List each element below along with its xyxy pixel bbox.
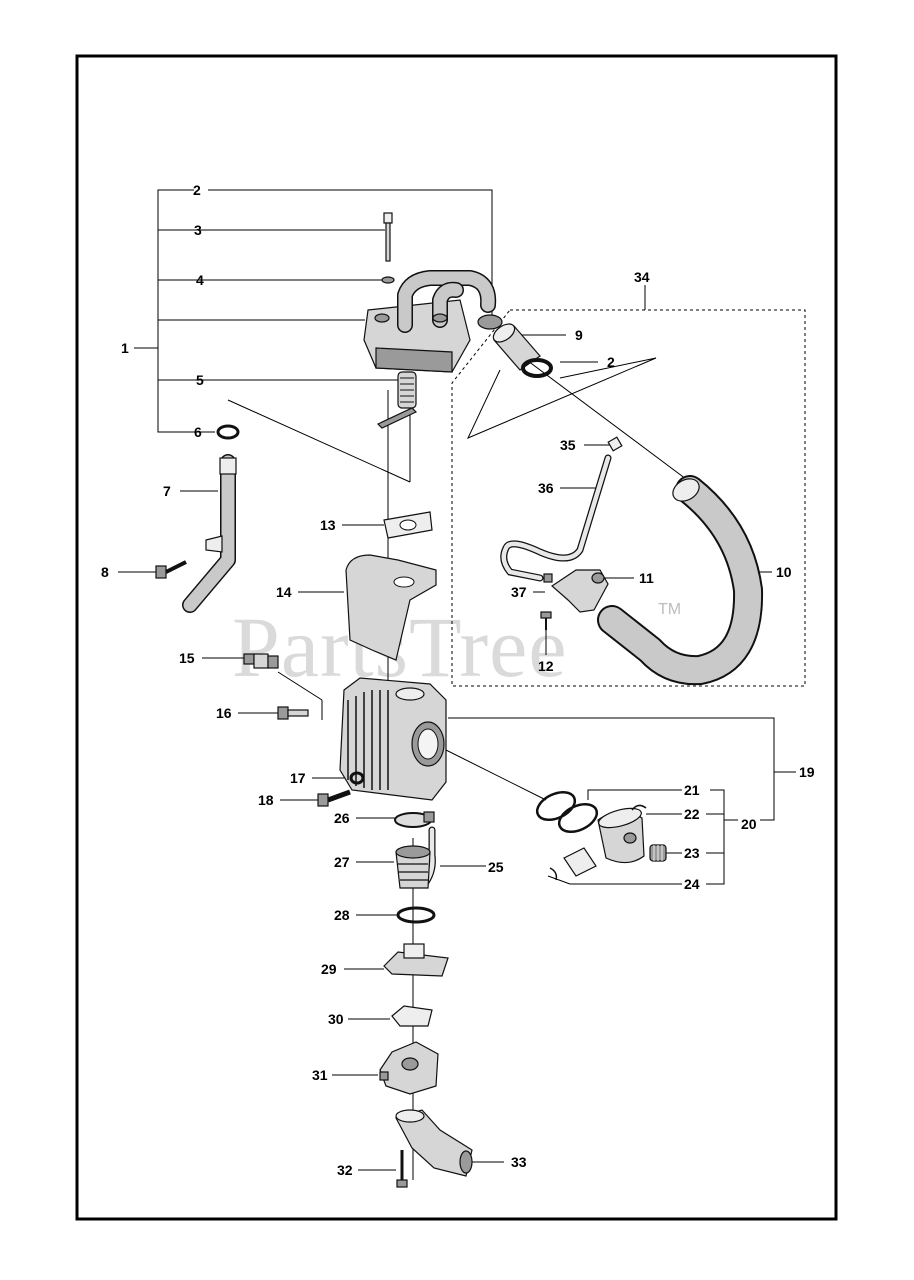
- callout-37: 37: [511, 584, 527, 600]
- hose-36: [500, 454, 612, 582]
- piston-rings-21: [535, 790, 599, 834]
- bearing-23: [649, 844, 667, 862]
- bolt-16: [277, 706, 309, 720]
- callout-4: 4: [196, 272, 204, 288]
- callout-2-second: 2: [607, 354, 615, 370]
- piston-pin-24: [549, 847, 597, 881]
- bolt-18: [317, 789, 351, 807]
- callout-35: 35: [560, 437, 576, 453]
- callout-19: 19: [799, 764, 815, 780]
- callout-28: 28: [334, 907, 350, 923]
- callout-34: 34: [634, 269, 650, 285]
- ring-28: [396, 906, 436, 924]
- callout-6: 6: [194, 424, 202, 440]
- handle-tube-10: [597, 475, 764, 686]
- watermark-tm: TM: [658, 601, 681, 618]
- washer-4: [381, 276, 395, 284]
- tube-7: [182, 454, 237, 613]
- gasket-30: [391, 1005, 433, 1027]
- washer-17: [349, 771, 365, 785]
- callout-13: 13: [320, 517, 336, 533]
- callout-18: 18: [258, 792, 274, 808]
- callout-11: 11: [639, 570, 654, 586]
- clamp-2-lower: [521, 358, 553, 378]
- bolt-3: [383, 212, 393, 262]
- callout-labels: 1 2 3 4 5 6 7 8 9 2 10 11 12 13 14 15 16…: [101, 182, 815, 1178]
- callout-27: 27: [334, 854, 350, 870]
- clamp-6: [216, 424, 240, 440]
- diagram-frame: [75, 54, 838, 1221]
- intake-boot-27: [395, 845, 431, 889]
- callout-9: 9: [575, 327, 583, 343]
- muffler-assembly: [363, 270, 497, 373]
- screw-32: [396, 1150, 408, 1188]
- callout-8: 8: [101, 564, 109, 580]
- gasket-13: [383, 511, 433, 539]
- clamp-2-top: [477, 314, 503, 330]
- spark-plug-15: [243, 653, 279, 669]
- callout-25: 25: [488, 859, 504, 875]
- callout-2: 2: [193, 182, 201, 198]
- callout-30: 30: [328, 1011, 344, 1027]
- carburetor-31: [379, 1041, 439, 1095]
- callout-12: 12: [538, 658, 554, 674]
- callout-17: 17: [290, 770, 306, 786]
- adapter-29: [383, 943, 449, 977]
- callout-36: 36: [538, 480, 554, 496]
- callout-24: 24: [684, 876, 700, 892]
- callout-29: 29: [321, 961, 337, 977]
- callout-14: 14: [276, 584, 292, 600]
- throttle-housing-11: [551, 569, 609, 613]
- callout-15: 15: [179, 650, 195, 666]
- callout-22: 22: [684, 806, 700, 822]
- circlip-22: [631, 804, 647, 811]
- callout-20: 20: [741, 816, 757, 832]
- connector-37: [543, 573, 553, 583]
- callout-7: 7: [163, 483, 171, 499]
- callout-26: 26: [334, 810, 350, 826]
- heat-shield-14: [345, 554, 437, 661]
- group-34-outline: [451, 309, 806, 687]
- callout-32: 32: [337, 1162, 353, 1178]
- spark-screen-5: [376, 371, 418, 429]
- callout-33: 33: [511, 1154, 527, 1170]
- callout-23: 23: [684, 845, 700, 861]
- callout-1: 1: [121, 340, 129, 356]
- callout-31: 31: [312, 1067, 328, 1083]
- callout-3: 3: [194, 222, 202, 238]
- sleeve-9: [492, 323, 541, 371]
- callout-5: 5: [196, 372, 204, 388]
- piston-20: [597, 807, 645, 864]
- leader-lines: [118, 189, 796, 1180]
- cylinder-19: [339, 677, 447, 801]
- clamp-26: [394, 811, 435, 828]
- callout-21: 21: [684, 782, 700, 798]
- fitting-35: [607, 436, 623, 452]
- callout-10: 10: [776, 564, 792, 580]
- screw-8: [155, 560, 187, 579]
- screw-12: [540, 611, 552, 630]
- callout-16: 16: [216, 705, 232, 721]
- intake-elbow-33: [395, 1109, 473, 1177]
